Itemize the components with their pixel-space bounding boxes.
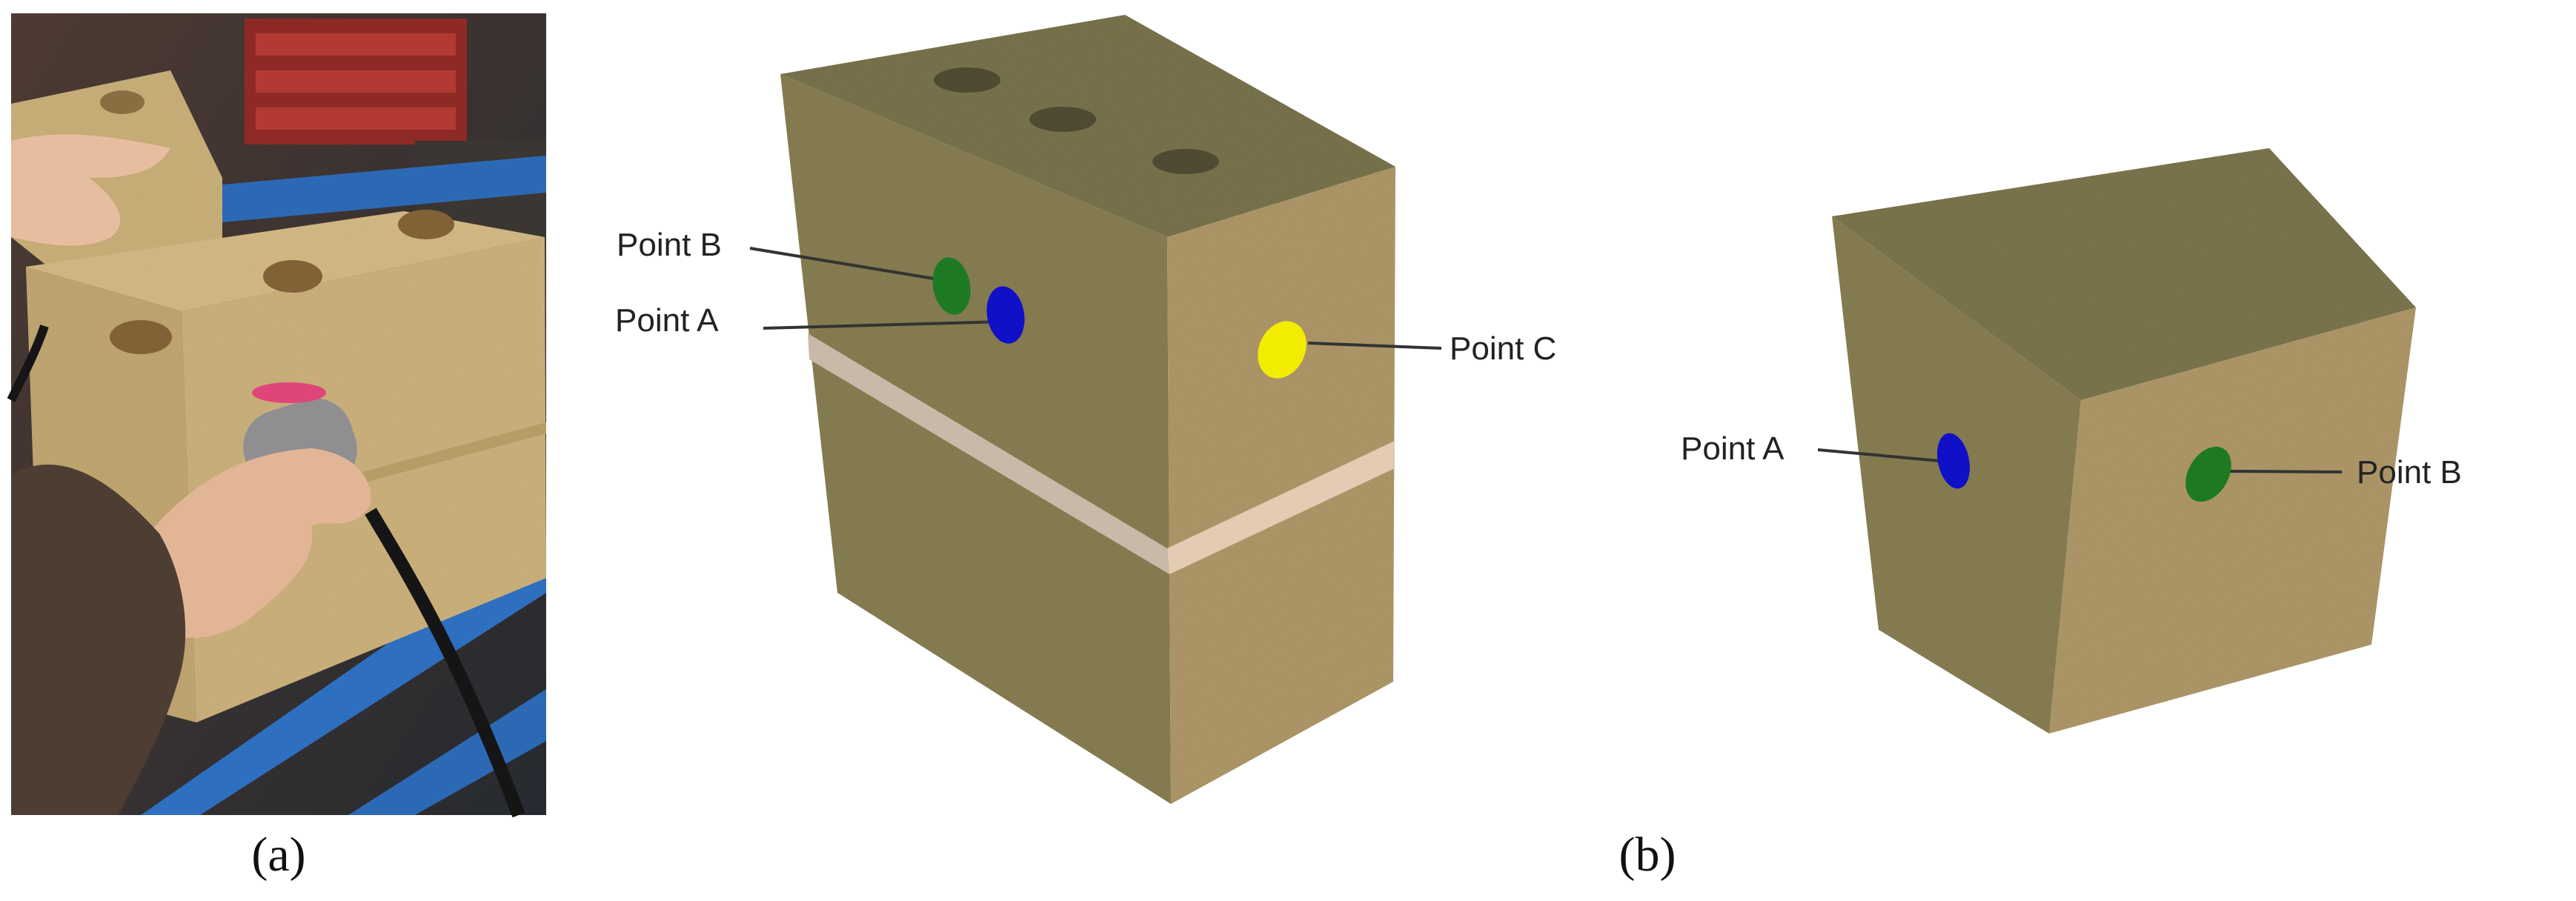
left-cable (7, 325, 49, 402)
brick-hole (398, 210, 454, 239)
point-a-marker (986, 286, 1025, 344)
point-a-label: Point A (615, 302, 719, 339)
brick-hole (263, 260, 322, 293)
background-shelf-slot (256, 107, 456, 130)
point-c-label: Point C (1450, 330, 1556, 367)
brick-hole (110, 320, 172, 354)
panel-b-caption: (b) (1619, 828, 1676, 882)
point-b-leader (2225, 470, 2343, 473)
point-c-leader (1307, 342, 1442, 350)
panel-a-caption: (a) (251, 828, 305, 882)
point-a-marker (1936, 433, 1971, 489)
holding-hand (126, 448, 371, 638)
point-b-marker (932, 257, 971, 315)
transducer-cap (252, 382, 326, 403)
mortar-joint-side (1167, 441, 1395, 574)
point-a-leader (763, 320, 1005, 330)
photo-panel (7, 13, 546, 818)
cube-top-face (1832, 148, 2416, 400)
brick-3d-model: Point B Point A Point C (615, 15, 1556, 804)
back-brick-hole (100, 90, 145, 114)
background-shelf-slot (256, 70, 456, 93)
point-b-label: Point B (617, 227, 722, 263)
point-b-marker (2185, 446, 2231, 502)
top-hole (1029, 107, 1096, 132)
sweater-sleeve (11, 465, 186, 815)
point-b-label: Point B (2357, 454, 2462, 491)
cube-3d-model: Point A Point B (1681, 148, 2462, 734)
background-shelf-slot (256, 33, 456, 56)
top-hole (934, 67, 1000, 93)
point-a-label: Point A (1681, 430, 1785, 467)
point-a-leader (1817, 448, 1940, 462)
transducer-cable (365, 508, 525, 818)
pointing-hand (11, 134, 170, 246)
cube-side-face (2049, 307, 2416, 734)
mortar-joint-front (808, 333, 1169, 574)
brick-side-face (1167, 167, 1395, 804)
blue-frame-bar (348, 689, 546, 815)
blue-frame-bar (215, 156, 546, 222)
point-b-leader (749, 247, 943, 282)
top-hole (1152, 149, 1219, 174)
point-c-marker (1258, 321, 1307, 379)
